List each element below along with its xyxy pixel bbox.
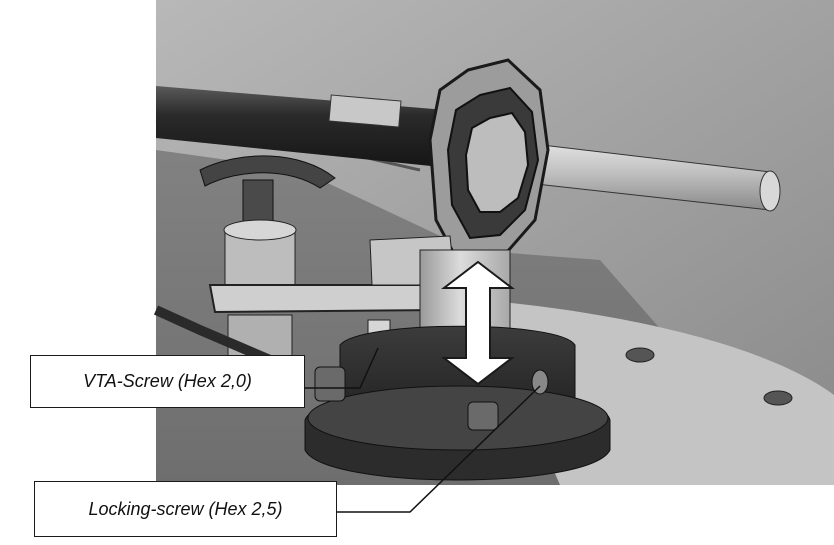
tonearm-collar	[328, 94, 402, 128]
double-vertical-arrow-icon	[441, 260, 515, 386]
signal-cable	[153, 305, 272, 365]
vta-screw-label: VTA-Screw (Hex 2,0)	[83, 371, 252, 391]
base-disc-top	[307, 385, 609, 451]
stub-end	[759, 170, 781, 212]
lift-bracket	[208, 284, 447, 314]
locking-screw-callout: Locking-screw (Hex 2,5)	[34, 481, 337, 537]
octagon-core	[464, 111, 530, 213]
vta-screw	[314, 366, 346, 402]
locking-screw-label: Locking-screw (Hex 2,5)	[88, 498, 283, 519]
vta-screw-callout: VTA-Screw (Hex 2,0)	[30, 355, 305, 408]
vta-leader-line	[305, 347, 379, 389]
arm-rest-curve	[199, 155, 336, 189]
plinth-screw	[763, 390, 793, 406]
locking-screw-side	[531, 369, 549, 395]
lift-column-top	[223, 219, 297, 241]
locking-screw	[467, 401, 499, 431]
plinth-screw	[625, 347, 655, 363]
lock-leader-line	[337, 385, 541, 513]
